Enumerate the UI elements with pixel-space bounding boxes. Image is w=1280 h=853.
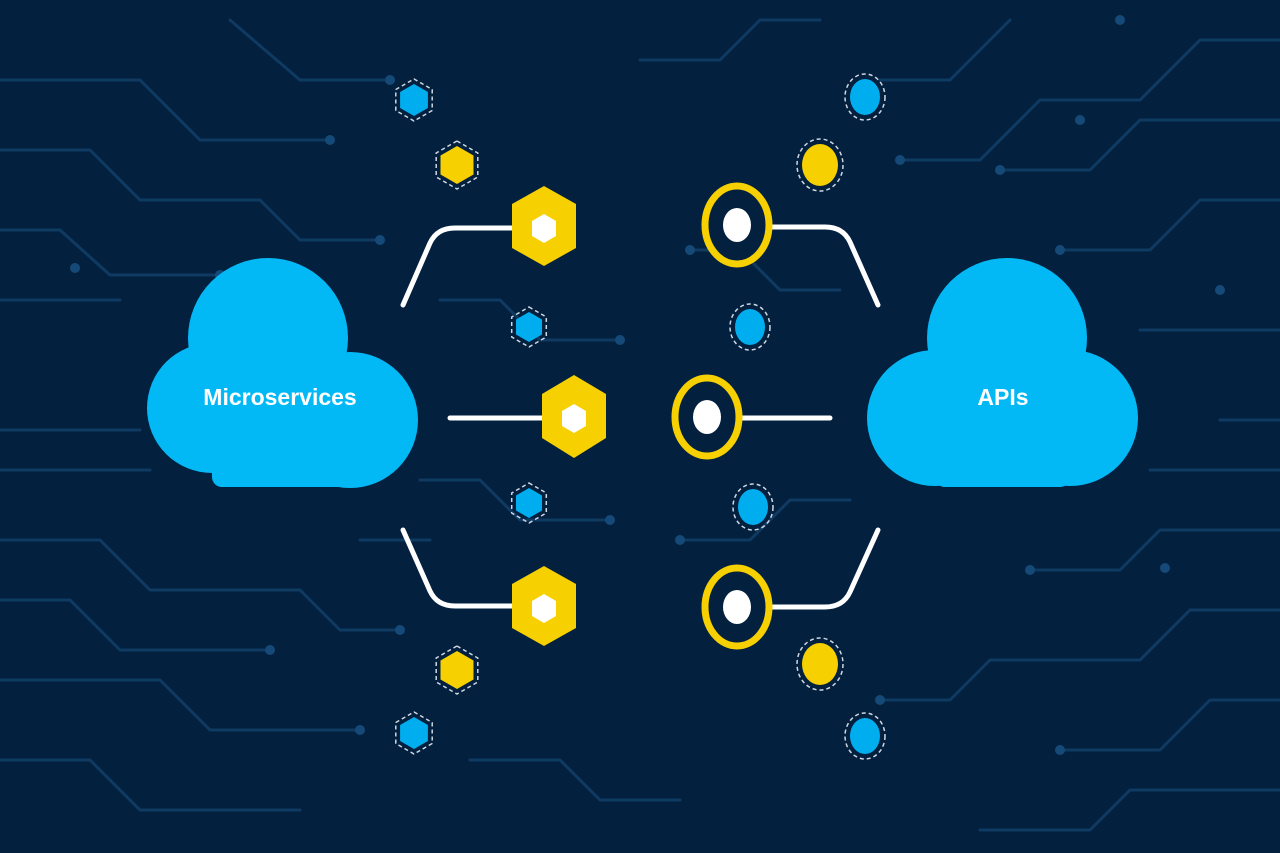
circuit-node [1055, 745, 1065, 755]
circuit-trace [0, 598, 272, 652]
socket-connectors [671, 182, 773, 650]
microservices-label: Microservices [203, 384, 356, 410]
right-decorative-dots [729, 73, 886, 760]
circuit-trace [638, 18, 822, 62]
circuit-node [895, 155, 905, 165]
circuit-node [1075, 115, 1085, 125]
connector-lines [400, 224, 881, 610]
link-line-bottom-right [767, 527, 881, 610]
circuit-node [1025, 565, 1035, 575]
circle-dot-icon [844, 73, 886, 121]
hexagon-plug-icon [512, 186, 576, 266]
circuit-trace [688, 248, 842, 292]
circuit-trace [878, 18, 1012, 82]
circuit-trace [0, 228, 222, 277]
circuit-node [1160, 563, 1170, 573]
circuit-node [395, 625, 405, 635]
apis-cloud: APIs [867, 258, 1138, 487]
circuit-node [1115, 15, 1125, 25]
microservices-cloud: Microservices [147, 258, 418, 488]
circuit-trace [0, 678, 362, 732]
plug-connectors [512, 186, 606, 646]
circuit-trace [878, 608, 1280, 702]
ring-socket-icon [671, 374, 743, 460]
circuit-trace [0, 78, 332, 142]
hexagon-dot-icon [435, 140, 479, 190]
circuit-trace [998, 118, 1280, 172]
circuit-node [355, 725, 365, 735]
hexagon-plug-icon [512, 566, 576, 646]
circuit-trace [1028, 528, 1280, 572]
circuit-node [1055, 245, 1065, 255]
circuit-trace [1058, 698, 1280, 752]
circuit-trace [418, 478, 612, 522]
circuit-nodes [70, 15, 1225, 755]
circuit-node [70, 263, 80, 273]
circuit-node [375, 235, 385, 245]
circle-dot-icon [796, 138, 844, 192]
hexagon-plug-icon [542, 375, 606, 458]
circuit-node [325, 135, 335, 145]
circle-dot-icon [732, 483, 774, 531]
hexagon-dot-icon [395, 78, 433, 122]
circuit-trace [978, 788, 1280, 832]
circuit-trace [898, 38, 1280, 162]
circle-dot-icon [844, 712, 886, 760]
circuit-node [605, 515, 615, 525]
circuit-node [385, 75, 395, 85]
cloud-icon [147, 258, 418, 488]
circuit-background [0, 18, 1280, 832]
cloud-icon [867, 258, 1138, 487]
circuit-trace [678, 498, 852, 542]
circuit-trace [0, 148, 382, 242]
circuit-trace [0, 758, 302, 812]
circuit-trace [0, 538, 402, 632]
hexagon-dot-icon [510, 306, 548, 348]
circuit-node [875, 695, 885, 705]
link-line-bottom-left [400, 527, 523, 609]
apis-label: APIs [977, 384, 1028, 410]
circuit-trace [228, 18, 392, 82]
hexagon-dot-icon [510, 482, 548, 524]
hexagon-dot-icon [435, 645, 479, 695]
hexagon-dot-icon [395, 711, 433, 755]
left-decorative-dots [395, 78, 548, 755]
circuit-node [615, 335, 625, 345]
circuit-node [685, 245, 695, 255]
circuit-node [1215, 285, 1225, 295]
link-line-top-left [400, 225, 523, 308]
circle-dot-icon [796, 637, 844, 691]
circuit-trace [1058, 198, 1280, 252]
ring-socket-icon [701, 182, 773, 268]
ring-socket-icon [701, 564, 773, 650]
link-line-top-right [767, 224, 881, 308]
circuit-node [675, 535, 685, 545]
circuit-node [265, 645, 275, 655]
circuit-trace [468, 758, 682, 802]
circuit-node [995, 165, 1005, 175]
circle-dot-icon [729, 303, 771, 351]
